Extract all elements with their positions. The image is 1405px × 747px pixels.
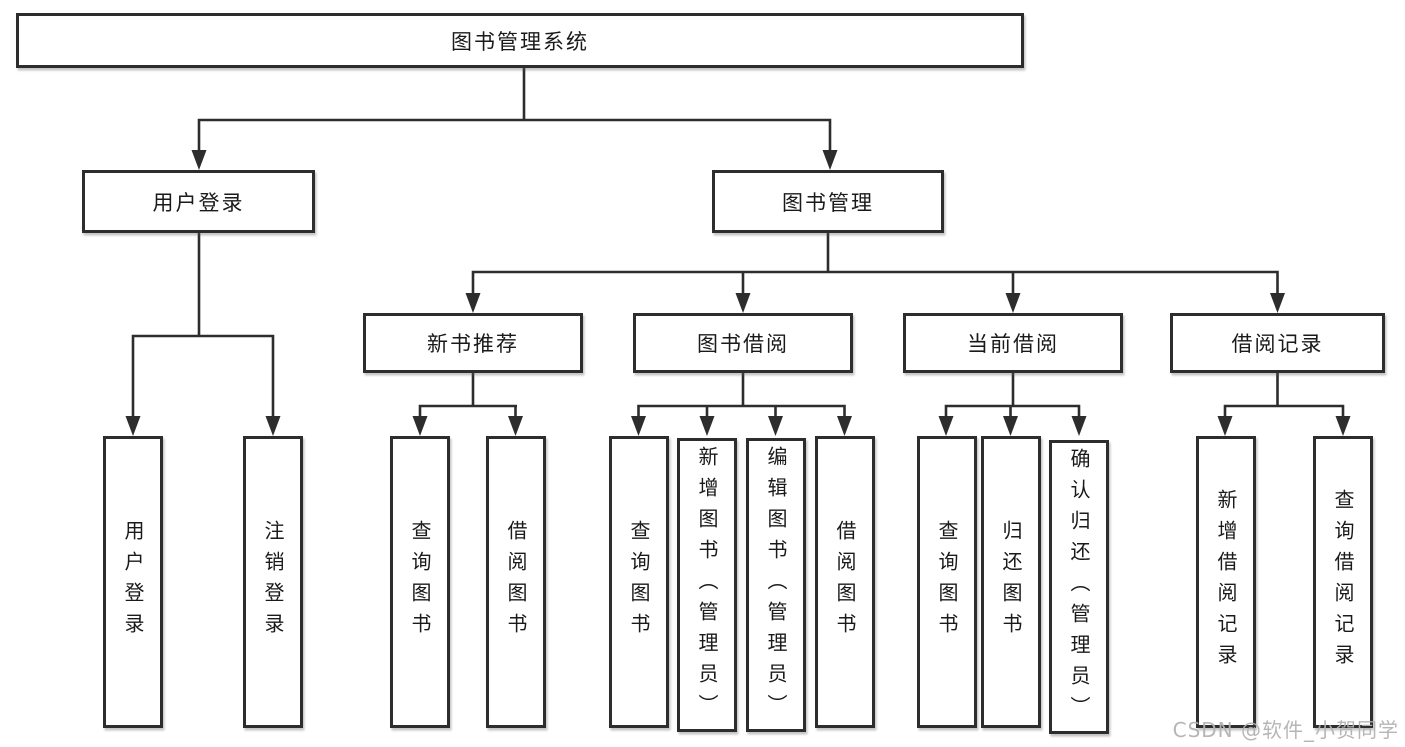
node-book-borrow: 图书借阅 (633, 313, 853, 373)
node-user-login: 用户登录 (82, 170, 315, 233)
leaf-edit-book-admin: 编辑图书（管理员） (746, 438, 806, 732)
connector-userlogin-to-leaves (125, 233, 281, 436)
node-book-management-label: 图书管理 (782, 190, 874, 215)
node-root: 图书管理系统 (16, 13, 1024, 68)
leaf-query-book-3: 查询图书 (917, 436, 977, 728)
node-book-borrow-label: 图书借阅 (697, 332, 789, 356)
leaf-query-book-1-label: 查询图书 (408, 520, 432, 644)
leaf-query-borrow-record: 查询借阅记录 (1313, 436, 1373, 728)
leaf-logout: 注销登录 (243, 436, 303, 728)
node-current-borrow-label: 当前借阅 (967, 332, 1059, 356)
leaf-add-borrow-record: 新增借阅记录 (1196, 436, 1256, 728)
connector-bookmgmt-to-level3 (465, 233, 1285, 313)
leaf-return-book: 归还图书 (981, 436, 1041, 728)
node-borrow-record: 借阅记录 (1170, 313, 1385, 373)
node-borrow-record-label: 借阅记录 (1231, 332, 1324, 356)
node-user-login-label: 用户登录 (152, 190, 245, 215)
leaf-query-book-1: 查询图书 (390, 436, 450, 728)
node-book-management: 图书管理 (712, 170, 944, 233)
leaf-borrow-book-2-label: 借阅图书 (833, 520, 857, 644)
leaf-edit-book-admin-label: 编辑图书（管理员） (764, 445, 788, 725)
leaf-query-borrow-record-label: 查询借阅记录 (1331, 489, 1355, 675)
leaf-query-book-3-label: 查询图书 (935, 520, 959, 644)
leaf-logout-label: 注销登录 (261, 520, 285, 644)
node-new-book-recommend-label: 新书推荐 (427, 332, 519, 356)
leaf-query-book-2: 查询图书 (609, 436, 669, 728)
leaf-user-login: 用户登录 (103, 436, 163, 728)
node-root-label: 图书管理系统 (451, 29, 589, 54)
leaf-user-login-label: 用户登录 (121, 520, 145, 644)
leaf-add-book-admin: 新增图书（管理员） (677, 438, 737, 732)
node-new-book-recommend: 新书推荐 (363, 313, 583, 373)
leaf-query-book-2-label: 查询图书 (627, 520, 651, 644)
leaf-borrow-book-1: 借阅图书 (486, 436, 546, 728)
connector-borrowrecord-to-leaves (1217, 373, 1351, 436)
watermark: CSDN @软件_小贺同学 (1172, 718, 1399, 742)
leaf-add-borrow-record-label: 新增借阅记录 (1214, 489, 1238, 675)
leaf-return-book-label: 归还图书 (999, 520, 1023, 644)
node-current-borrow: 当前借阅 (903, 313, 1123, 373)
connector-newbookrec-to-leaves (412, 373, 523, 436)
leaf-confirm-return-admin: 确认归还（管理员） (1049, 440, 1109, 734)
connector-currentborrow-to-leaves (938, 373, 1087, 436)
connector-root-to-level2 (191, 68, 838, 170)
leaf-confirm-return-admin-label: 确认归还（管理员） (1067, 447, 1091, 727)
leaf-add-book-admin-label: 新增图书（管理员） (695, 445, 719, 725)
connector-bookborrow-to-leaves (631, 373, 852, 436)
leaf-borrow-book-1-label: 借阅图书 (504, 520, 528, 644)
leaf-borrow-book-2: 借阅图书 (815, 436, 875, 728)
